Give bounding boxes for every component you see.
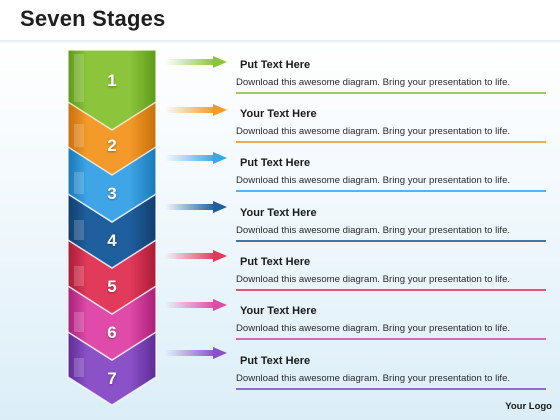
stage-description: Download this awesome diagram. Bring you…: [236, 77, 511, 88]
stage-underline: [236, 338, 546, 340]
stage-underline: [236, 289, 546, 291]
stage-number-3: 3: [107, 184, 117, 203]
pointer-arrow-2: [165, 104, 227, 116]
stage-description: Download this awesome diagram. Bring you…: [236, 225, 511, 236]
stage-heading: Put Text Here: [240, 157, 311, 169]
page-title: Seven Stages: [20, 6, 166, 31]
pointer-arrow-6: [165, 299, 227, 311]
stage-heading: Put Text Here: [240, 59, 311, 71]
stage-description: Download this awesome diagram. Bring you…: [236, 126, 511, 137]
stage-number-2: 2: [107, 136, 117, 155]
pointer-arrow-1: [165, 56, 227, 68]
stage-description: Download this awesome diagram. Bring you…: [236, 373, 511, 384]
pointer-arrow-7: [165, 347, 227, 359]
stage-number-5: 5: [107, 277, 117, 296]
stage-underline: [236, 388, 546, 390]
stage-heading: Put Text Here: [240, 355, 311, 367]
stage-underline: [236, 92, 546, 94]
stage-underline: [236, 141, 546, 143]
stage-heading: Put Text Here: [240, 256, 311, 268]
logo-text: Your Logo: [505, 401, 552, 412]
stage-chevron-highlight: [74, 358, 84, 377]
stage-description: Download this awesome diagram. Bring you…: [236, 175, 511, 186]
stage-chevron-1: [67, 49, 157, 131]
stage-description: Download this awesome diagram. Bring you…: [236, 274, 511, 285]
stage-number-1: 1: [107, 71, 117, 90]
stage-number-7: 7: [107, 369, 117, 388]
stage-underline: [236, 240, 546, 242]
title-divider: [0, 40, 560, 44]
stage-chevron-highlight: [74, 54, 84, 102]
stage-number-6: 6: [107, 323, 117, 342]
stage-description: Download this awesome diagram. Bring you…: [236, 323, 511, 334]
pointer-arrow-5: [165, 250, 227, 262]
stage-chevron-highlight: [74, 312, 84, 332]
stage-arrow-column: [67, 49, 157, 406]
stage-chevron-highlight: [74, 124, 84, 147]
stage-heading: Your Text Here: [240, 108, 317, 120]
stage-heading: Your Text Here: [240, 305, 317, 317]
stage-number-4: 4: [107, 231, 117, 250]
stage-chevron-highlight: [74, 172, 84, 194]
pointer-arrow-4: [165, 201, 227, 213]
stage-underline: [236, 190, 546, 192]
stage-chevron-highlight: [74, 220, 84, 240]
stage-chevron-highlight: [74, 266, 84, 286]
pointer-arrow-3: [165, 152, 227, 164]
stage-heading: Your Text Here: [240, 207, 317, 219]
